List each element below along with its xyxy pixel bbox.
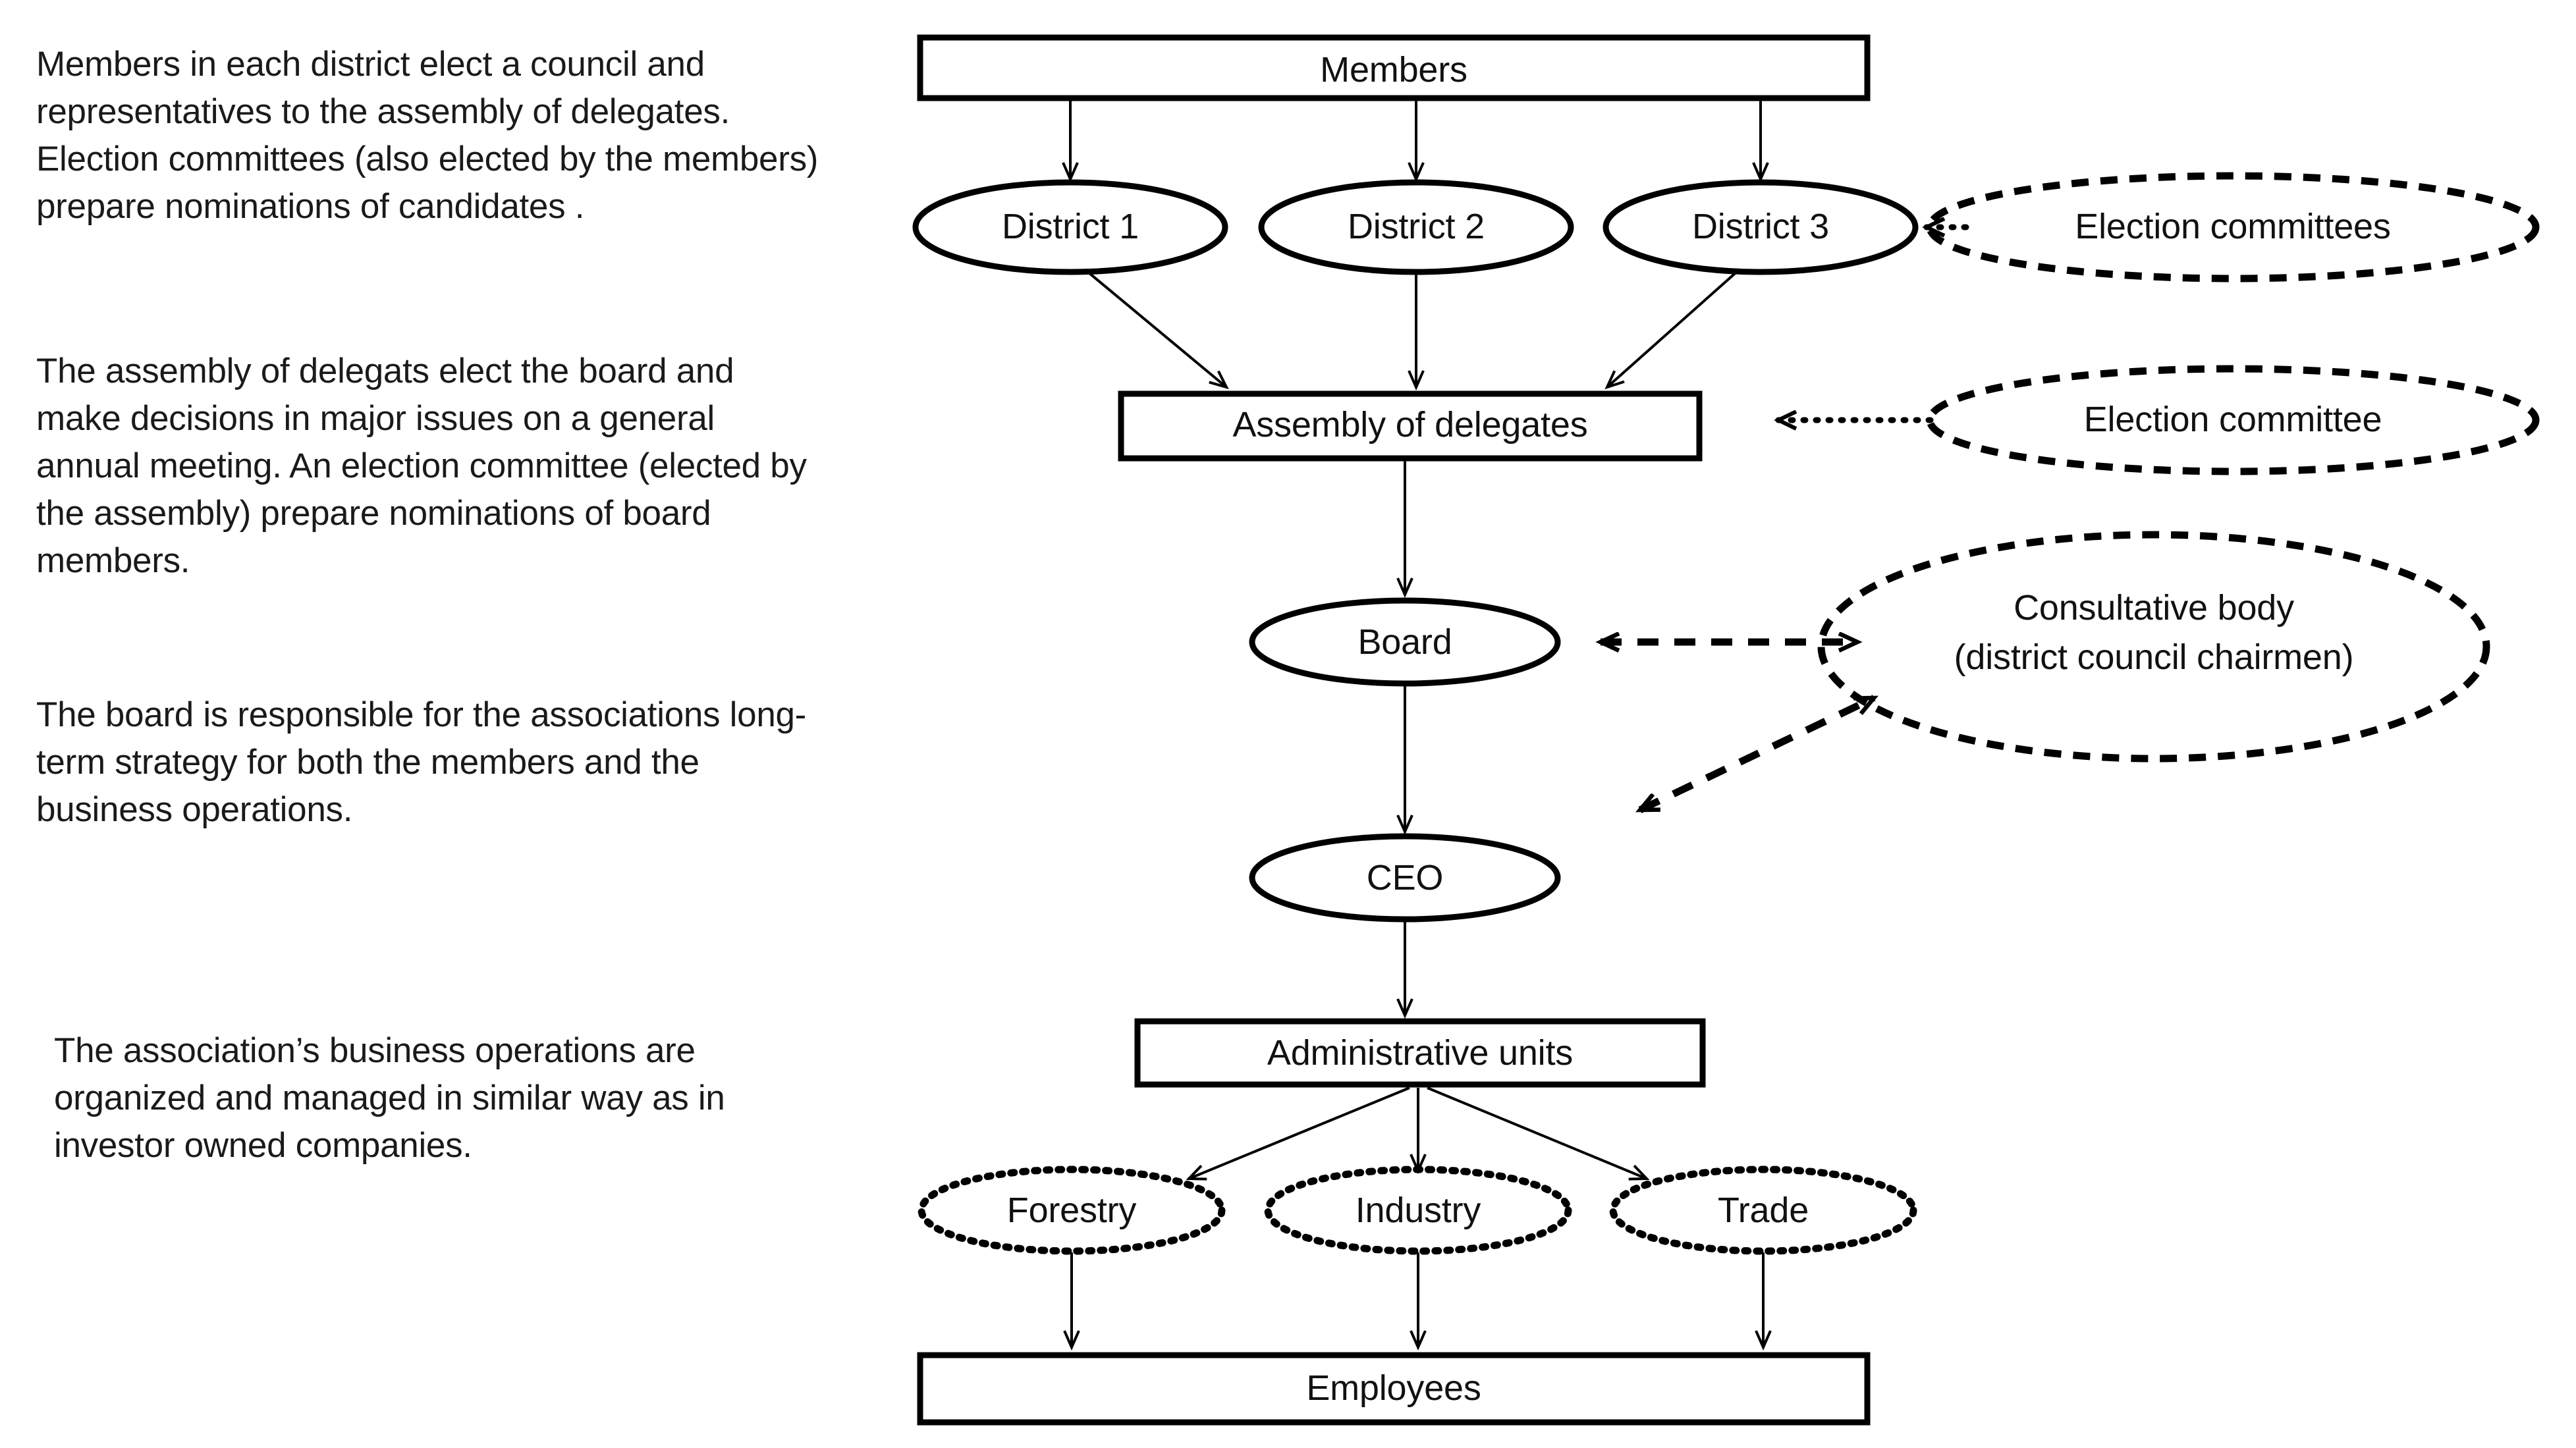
node-election-committees-ellipse[interactable]: [1926, 172, 2540, 282]
node-ceo-ellipse[interactable]: [1249, 833, 1561, 923]
paragraph-business-operations: The association’s business operations ar…: [54, 1031, 725, 1166]
node-district-3-ellipse[interactable]: [1603, 179, 1919, 275]
edge-admin-units-trade: [1427, 1086, 1650, 1181]
node-industry-ellipse[interactable]: [1264, 1166, 1572, 1255]
node-employees-box[interactable]: [917, 1352, 1871, 1426]
node-district-2-ellipse[interactable]: [1258, 179, 1574, 275]
edge-ceo-consultative-body: [1640, 695, 1874, 813]
node-members-box[interactable]: [917, 34, 1871, 101]
node-board-ellipse[interactable]: [1249, 597, 1561, 687]
paragraph-members-districts: Members in each district elect a council…: [36, 45, 819, 227]
node-election-committee-ellipse[interactable]: [1926, 365, 2540, 475]
edge-district-1-assembly: [1084, 269, 1229, 390]
node-trade-ellipse[interactable]: [1609, 1166, 1917, 1255]
edge-district-3-assembly: [1604, 269, 1740, 390]
node-district-1-ellipse[interactable]: [912, 179, 1228, 275]
node-forestry-ellipse[interactable]: [918, 1166, 1226, 1255]
edge-admin-units-forestry: [1186, 1086, 1410, 1181]
node-assembly-box[interactable]: [1118, 390, 1703, 462]
node-consultative-body-ellipse[interactable]: [1817, 531, 2490, 763]
node-admin-units-box[interactable]: [1134, 1018, 1706, 1088]
paragraph-board-strategy: The board is responsible for the associa…: [36, 695, 807, 830]
paragraph-assembly-board: The assembly of delegats elect the board…: [36, 352, 807, 581]
explanatory-text-column: Members in each district elect a council…: [0, 0, 856, 1448]
